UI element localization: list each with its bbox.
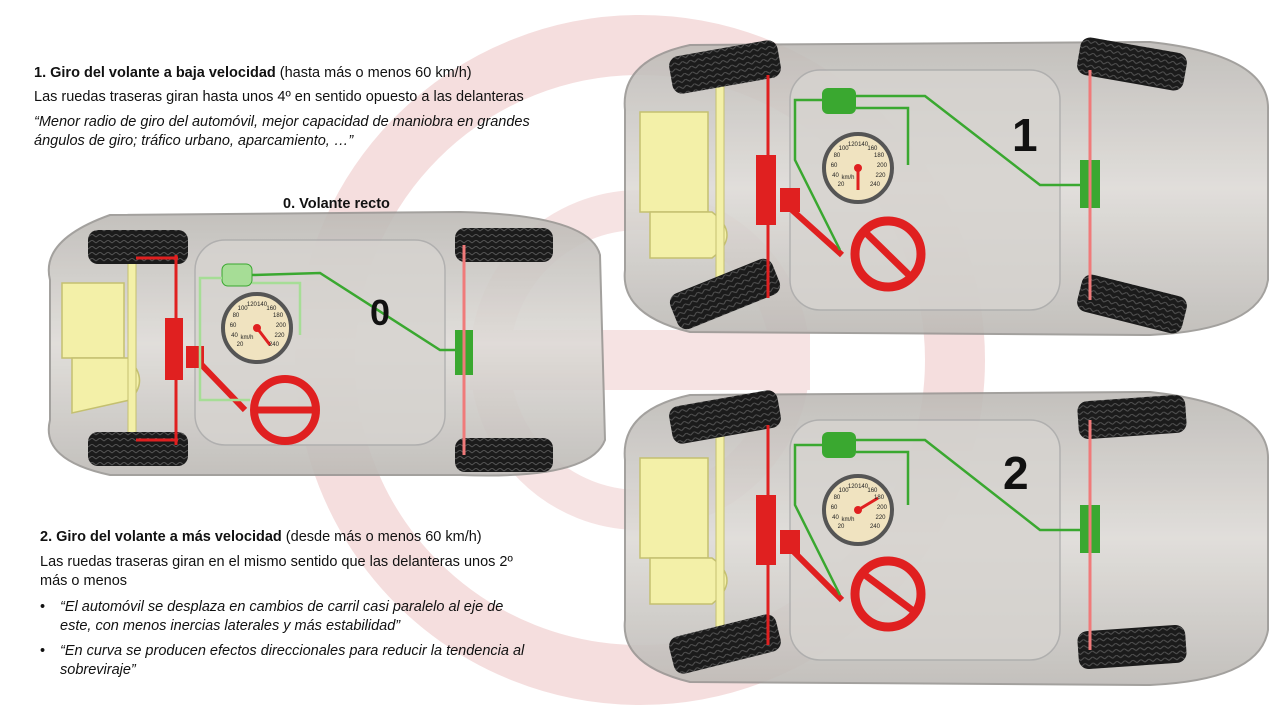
speedometer-tick-label: 80 bbox=[833, 495, 841, 502]
car-2-high-speed bbox=[623, 390, 1270, 687]
bullet-2-line2: sobreviraje” bbox=[60, 662, 136, 678]
speedometer-tick-label: 240 bbox=[869, 523, 880, 530]
section2-bullet-2: • “En curva se producen efectos direccio… bbox=[40, 642, 600, 682]
section1-title-bold: 1. Giro del volante a baja velocidad bbox=[34, 65, 276, 81]
speedometer-tick-label: 180 bbox=[874, 153, 885, 160]
section1-title-rest: (hasta más o menos 60 km/h) bbox=[279, 65, 472, 81]
speedometer-unit: km/h bbox=[240, 335, 254, 341]
speedometer-tick-label: 140 bbox=[858, 483, 869, 490]
section1-quote-line2: ángulos de giro; tráfico urbano, aparcam… bbox=[34, 133, 354, 149]
label-zero: 0 bbox=[370, 292, 391, 333]
speedometer-tick-label: 160 bbox=[867, 487, 878, 494]
speedometer-tick-label: 200 bbox=[876, 163, 887, 170]
speedometer-tick-label: 60 bbox=[830, 505, 838, 512]
label-two: 2 bbox=[1003, 447, 1029, 499]
section2-title-bold: 2. Giro del volante a más velocidad bbox=[40, 529, 282, 545]
section1-quote-line1: “Menor radio de giro del automóvil, mejo… bbox=[34, 114, 530, 130]
speedometer-tick-label: 100 bbox=[838, 487, 849, 494]
section2-title-rest: (desde más o menos 60 km/h) bbox=[285, 529, 482, 545]
speedometer-tick-label: 240 bbox=[268, 341, 279, 348]
bullet-dot: • bbox=[40, 599, 46, 615]
bullet-dot: • bbox=[40, 643, 46, 659]
speedometer-tick-label: 40 bbox=[231, 333, 238, 340]
bullet-text: “En curva se producen efectos direcciona… bbox=[60, 642, 524, 680]
speedometer-tick-label: 60 bbox=[830, 163, 838, 170]
speedometer-tick-label: 80 bbox=[232, 313, 240, 320]
speedometer-tick-label: 20 bbox=[837, 523, 845, 530]
speedometer-tick-label: 80 bbox=[833, 153, 841, 160]
speedometer-tick-label: 120 bbox=[246, 301, 257, 308]
speedometer-tick-label: 60 bbox=[229, 323, 237, 330]
car-1-low-speed bbox=[623, 37, 1270, 337]
speedometer-tick-label: 200 bbox=[876, 505, 887, 512]
speedometer-tick-label: 140 bbox=[858, 141, 869, 148]
speedometer-tick-label: 220 bbox=[875, 515, 886, 522]
speedometer-tick-label: 220 bbox=[875, 173, 886, 180]
speedometer-tick-label: 180 bbox=[273, 313, 284, 320]
speedometer-unit: km/h bbox=[841, 175, 855, 181]
speedometer-tick-label: 20 bbox=[236, 341, 244, 348]
bullet-1-line2: este, con menos inercias laterales y más… bbox=[60, 618, 401, 634]
speedometer-tick-label: 40 bbox=[832, 173, 839, 180]
speedometer-unit: km/h bbox=[841, 517, 855, 523]
bullet-1-line1: “El automóvil se desplaza en cambios de … bbox=[60, 599, 504, 615]
section2-title: 2. Giro del volante a más velocidad (des… bbox=[40, 528, 482, 547]
section2-line2: más o menos bbox=[40, 573, 128, 589]
speedometer-tick-label: 200 bbox=[275, 323, 286, 330]
speedometer-tick-label: 140 bbox=[257, 301, 268, 308]
section2-line1: Las ruedas traseras giran en el mismo se… bbox=[40, 554, 513, 570]
section0-title: 0. Volante recto bbox=[283, 196, 390, 212]
speedometer-tick-label: 220 bbox=[274, 333, 285, 340]
bullet-text: “El automóvil se desplaza en cambios de … bbox=[60, 598, 503, 636]
speedometer-tick-label: 40 bbox=[832, 515, 839, 522]
speedometer-tick-label: 100 bbox=[838, 145, 849, 152]
speedometer-tick-label: 120 bbox=[847, 483, 858, 490]
speedometer-tick-label: 180 bbox=[874, 495, 885, 502]
speedometer-tick-label: 160 bbox=[867, 145, 878, 152]
bullet-2-line1: “En curva se producen efectos direcciona… bbox=[60, 643, 525, 659]
speedometer-tick-label: 160 bbox=[266, 305, 277, 312]
label-one: 1 bbox=[1012, 109, 1038, 161]
speedometer-tick-label: 240 bbox=[869, 181, 880, 188]
speedometer-tick-label: 20 bbox=[837, 181, 845, 188]
section1-line: Las ruedas traseras giran hasta unos 4º … bbox=[34, 89, 524, 105]
section1-title: 1. Giro del volante a baja velocidad (ha… bbox=[34, 64, 472, 83]
speedometer-tick-label: 120 bbox=[847, 141, 858, 148]
section2-bullet-1: • “El automóvil se desplaza en cambios d… bbox=[40, 598, 600, 638]
car-0-straight bbox=[47, 210, 607, 477]
speedometer-tick-label: 100 bbox=[237, 305, 248, 312]
